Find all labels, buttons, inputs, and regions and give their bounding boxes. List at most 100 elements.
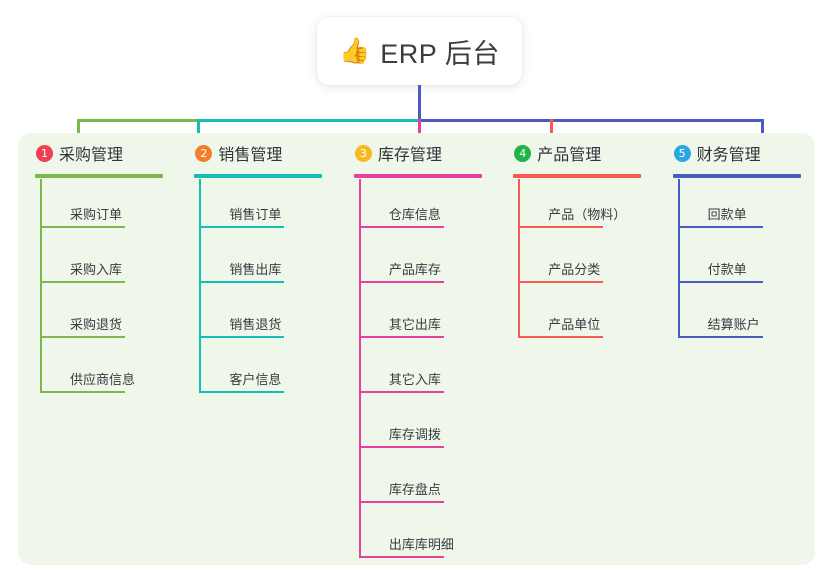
menu-item-rule [40,226,125,228]
column-title-1: 采购管理 [59,147,124,164]
column-title-2: 销售管理 [218,147,283,164]
menu-item[interactable]: 产品（物料） [518,179,655,234]
menu-item[interactable]: 结算账户 [677,289,815,344]
column-items-4: 产品（物料） 产品分类产品单位 [496,179,655,344]
menu-item-label: 供应商信息 [70,372,136,387]
column-spine-4 [518,179,521,338]
menu-item-label: 付款单 [707,262,747,277]
menu-item[interactable]: 销售退货 [199,289,336,344]
menu-item[interactable]: 回款单 [677,179,815,234]
menu-item-rule [199,226,285,228]
menu-item-label: 回款单 [707,207,747,222]
column-spine-3 [358,179,361,558]
menu-item-rule [518,336,604,338]
column-header-3[interactable]: 3 库存管理 [337,133,496,173]
column-2: 2 销售管理销售订单销售出库销售退货客户信息 [177,133,336,565]
column-items-1: 采购订单采购入库采购退货供应商信息 [18,179,177,399]
column-header-rule-5 [672,174,801,178]
column-spine-1 [40,179,42,393]
column-items-5: 回款单付款单结算账户 [656,179,815,344]
column-spine-5 [677,179,680,338]
column-header-rule-4 [513,174,642,178]
root-node[interactable]: 👍 ERP 后台 [317,17,522,85]
menu-item[interactable]: 产品库存 [358,234,496,289]
column-items-3: 仓库信息产品库存其它出库其它入库库存调拨库存盘点出库库明细 [337,179,496,564]
menu-item-rule [358,446,444,448]
column-header-1[interactable]: 1 采购管理 [18,133,177,173]
menu-item-rule [358,281,444,283]
column-title-4: 产品管理 [537,147,602,164]
menu-item[interactable]: 仓库信息 [358,179,496,234]
column-badge-3: 3 [354,144,372,162]
menu-item[interactable]: 其它入库 [358,344,496,399]
column-header-rule-1 [35,174,163,178]
menu-item[interactable]: 采购入库 [40,234,177,289]
menu-item-label: 产品库存 [388,262,441,277]
column-header-4[interactable]: 4 产品管理 [496,133,655,173]
menu-item-label: 采购退货 [70,317,123,332]
column-title-3: 库存管理 [377,147,442,164]
menu-item[interactable]: 出库库明细 [358,509,496,564]
column-header-rule-2 [194,174,323,178]
column-items-2: 销售订单销售出库销售退货客户信息 [177,179,336,399]
menu-item-rule [518,281,604,283]
column-badge-4: 4 [514,144,532,162]
menu-item-label: 销售订单 [229,207,282,222]
diagram-panel [18,133,815,565]
menu-item-rule [518,226,604,228]
menu-item-label: 采购订单 [70,207,123,222]
menu-item[interactable]: 采购退货 [40,289,177,344]
menu-item-rule [358,226,444,228]
menu-item-rule [40,281,125,283]
root-title: ERP 后台 [380,38,500,69]
menu-item-rule [358,556,444,558]
menu-item-label: 销售出库 [229,262,282,277]
menu-item[interactable]: 销售出库 [199,234,336,289]
menu-item[interactable]: 销售订单 [199,179,336,234]
column-5: 5 财务管理回款单付款单结算账户 [656,133,815,565]
thumbs-up-icon: 👍 [339,36,371,65]
menu-item[interactable]: 供应商信息 [40,344,177,399]
menu-item[interactable]: 付款单 [677,234,815,289]
menu-item-rule [199,336,285,338]
column-badge-1: 1 [36,144,53,162]
menu-item-rule [677,281,763,283]
columns-container: 1 采购管理采购订单采购入库采购退货供应商信息 2 销售管理销售订单销售出库销售退货客… [18,133,815,565]
menu-item-label: 产品分类 [548,262,601,277]
menu-item[interactable]: 产品分类 [518,234,655,289]
menu-item-label: 产品单位 [548,317,601,332]
menu-item[interactable]: 采购订单 [40,179,177,234]
menu-item[interactable]: 库存盘点 [358,454,496,509]
menu-item[interactable]: 客户信息 [199,344,336,399]
menu-item-label: 仓库信息 [388,207,441,222]
menu-item-rule [358,336,444,338]
menu-item-label: 产品（物料） [548,207,627,222]
menu-item[interactable]: 其它出库 [358,289,496,344]
column-4: 4 产品管理产品（物料） 产品分类产品单位 [496,133,655,565]
column-header-rule-3 [353,174,482,178]
menu-item-label: 采购入库 [70,262,123,277]
menu-item-rule [40,391,125,393]
menu-item-label: 库存盘点 [388,482,441,497]
menu-item[interactable]: 产品单位 [518,289,655,344]
column-spine-2 [199,179,202,393]
column-badge-2: 2 [195,144,213,162]
menu-item-label: 其它出库 [388,317,441,332]
menu-item-rule [199,391,285,393]
column-3: 3 库存管理仓库信息产品库存其它出库其它入库库存调拨库存盘点出库库明细 [337,133,496,565]
column-1: 1 采购管理采购订单采购入库采购退货供应商信息 [18,133,177,565]
menu-item-label: 库存调拨 [388,427,441,442]
menu-item-rule [677,336,763,338]
menu-item-rule [358,501,444,503]
menu-item-label: 客户信息 [229,372,282,387]
menu-item[interactable]: 库存调拨 [358,399,496,454]
menu-item-rule [40,336,125,338]
menu-item-label: 结算账户 [707,317,760,332]
column-title-5: 财务管理 [696,147,761,164]
column-badge-5: 5 [673,144,691,162]
column-header-5[interactable]: 5 财务管理 [656,133,815,173]
menu-item-rule [677,226,763,228]
menu-item-label: 其它入库 [388,372,441,387]
menu-item-rule [358,391,444,393]
column-header-2[interactable]: 2 销售管理 [177,133,336,173]
